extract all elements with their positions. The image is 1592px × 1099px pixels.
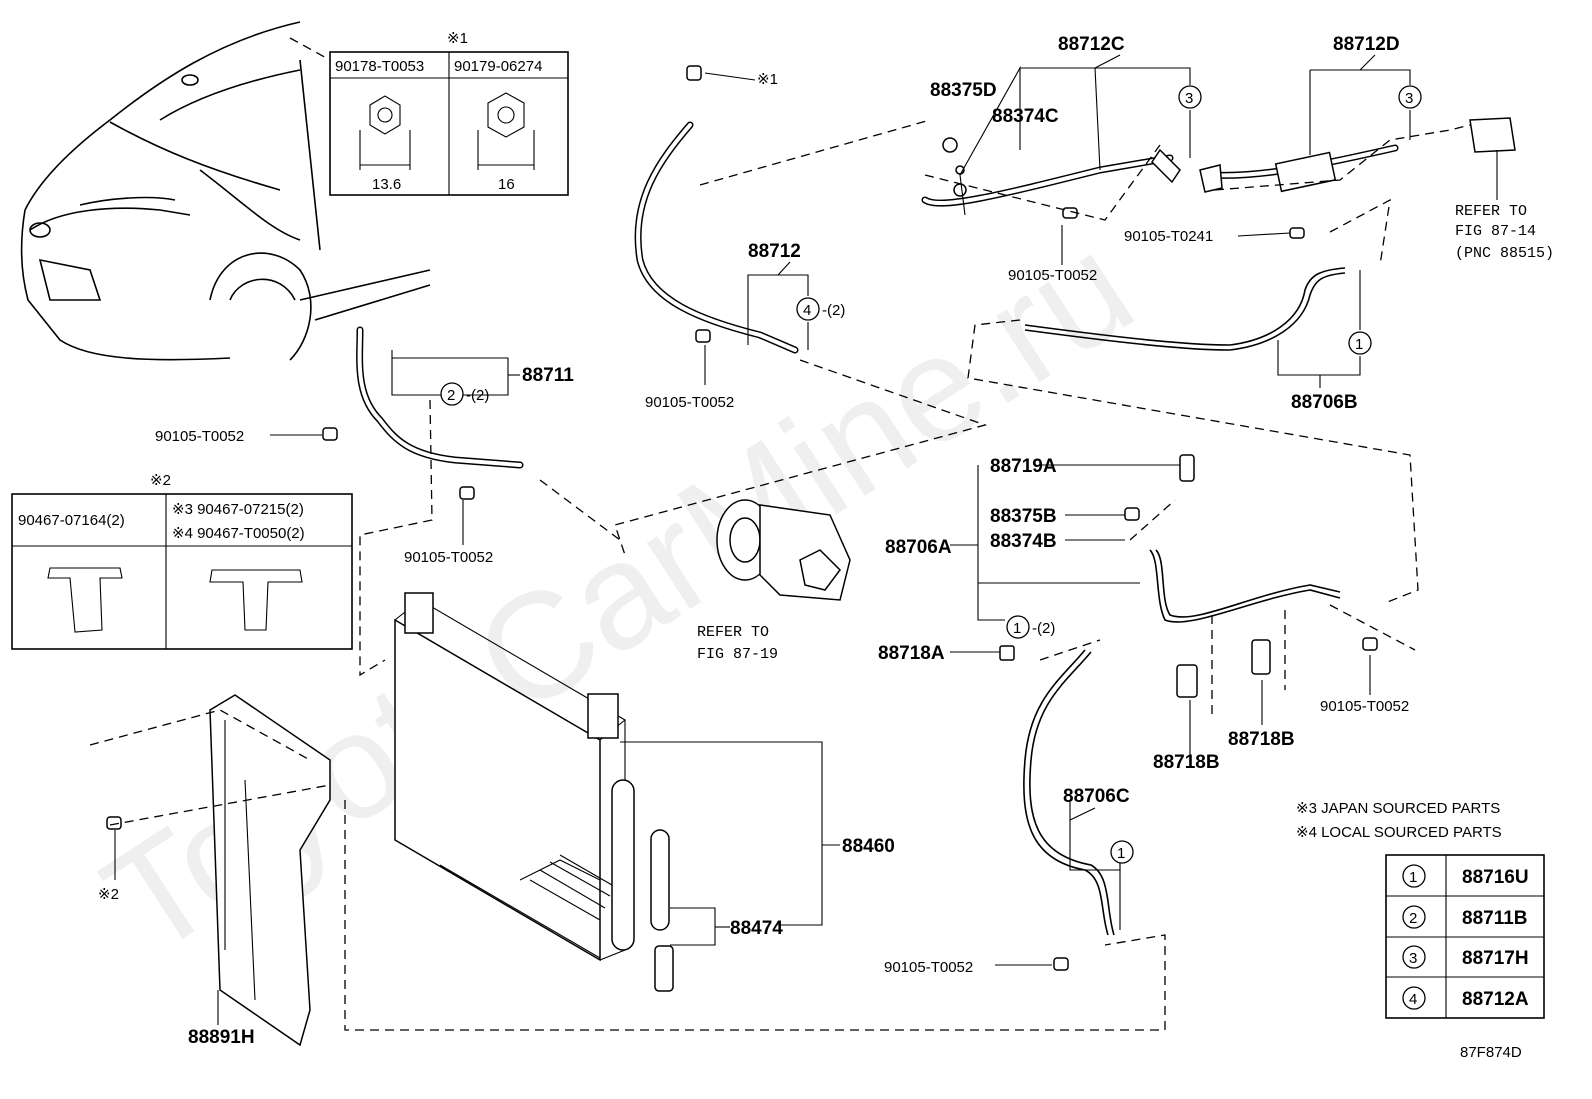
label-refer-8714-l2: FIG 87-14: [1455, 223, 1536, 240]
label-88891H: 88891H: [188, 1027, 255, 1048]
clip-table: ※2 90467-07164(2) ※3 90467-07215(2) ※4 9…: [11, 472, 353, 650]
clip-left-pn: 90467-07164(2): [18, 512, 125, 529]
note-1: ※3 JAPAN SOURCED PARTS: [1296, 800, 1500, 817]
nut-size-1: 13.6: [372, 176, 401, 193]
svg-text:2: 2: [447, 387, 455, 404]
pipe-88706B: [1024, 267, 1346, 351]
legend-pn-4: 88712A: [1462, 989, 1529, 1010]
label-refer-8714-l1: REFER TO: [1455, 203, 1527, 220]
figure-code: 87F874D: [1460, 1044, 1522, 1061]
label-90105-T0052-bottom: 90105-T0052: [884, 959, 973, 976]
radiator-shield: [209, 694, 331, 1047]
label-qty-4: -(2): [822, 302, 845, 319]
label-refer-8719-l2: FIG 87-19: [697, 646, 778, 663]
legend-table: 1 2 3 4 88716U 88711B 88717H 88712A: [1385, 854, 1545, 1019]
notes: ※3 JAPAN SOURCED PARTS ※4 LOCAL SOURCED …: [1296, 800, 1502, 841]
label-mark1: ※1: [757, 71, 778, 88]
label-90105-T0052-right: 90105-T0052: [1320, 698, 1409, 715]
nut-icon-1: [359, 95, 411, 170]
clip-right-pn-1: ※3 90467-07215(2): [172, 501, 304, 518]
clip-right-pn-2: ※4 90467-T0050(2): [172, 525, 305, 542]
nut-table: ※1 90178-T0053 90179-06274 13.6 16: [329, 30, 569, 196]
pipe-88706C: [1023, 649, 1115, 936]
label-90105-T0052-left: 90105-T0052: [155, 428, 244, 445]
label-88375B: 88375B: [990, 506, 1057, 527]
label-88706A: 88706A: [885, 537, 952, 558]
label-88706B: 88706B: [1291, 392, 1358, 413]
hose-upper: [634, 121, 799, 354]
dashed-guides: [89, 119, 1471, 1031]
nut-pn-2: 90179-06274: [454, 58, 542, 75]
vehicle-outline: [20, 21, 431, 361]
legend-num-2: 2: [1409, 910, 1417, 927]
pipe-88712D: [1206, 144, 1399, 193]
svg-text:1: 1: [1355, 336, 1363, 353]
label-88460: 88460: [842, 836, 895, 857]
svg-text:1: 1: [1117, 845, 1125, 862]
condenser: [394, 592, 635, 962]
label-88712D: 88712D: [1333, 34, 1400, 55]
compressor: [716, 499, 851, 601]
label-90105-T0241: 90105-T0241: [1124, 228, 1213, 245]
svg-text:4: 4: [803, 302, 811, 319]
callouts: 3 3 1 4 2 1 1: [440, 85, 1422, 864]
legend-pn-2: 88711B: [1462, 908, 1528, 929]
label-qty-2: -(2): [466, 387, 489, 404]
label-88712C: 88712C: [1058, 34, 1125, 55]
svg-text:3: 3: [1405, 90, 1413, 107]
desiccant: [650, 829, 674, 992]
label-90105-T0052-low: 90105-T0052: [404, 549, 493, 566]
label-refer-8714-l3: (PNC 88515): [1455, 245, 1554, 262]
svg-text:3: 3: [1185, 90, 1193, 107]
clip-table-mark: ※2: [150, 472, 171, 489]
legend-num-4: 4: [1409, 991, 1417, 1008]
part-labels: 88712C 88712D 88375D 88374C 90105-T0241 …: [98, 34, 1554, 1048]
label-88712: 88712: [748, 241, 801, 262]
label-88718B-a: 88718B: [1153, 752, 1220, 773]
small-parts: [106, 65, 1516, 971]
label-88374C: 88374C: [992, 106, 1059, 127]
label-88718A: 88718A: [878, 643, 945, 664]
label-88374B: 88374B: [990, 531, 1057, 552]
legend-pn-1: 88716U: [1462, 867, 1529, 888]
label-88718B-b: 88718B: [1228, 729, 1295, 750]
label-88711: 88711: [522, 365, 574, 386]
label-90105-T0052-mid: 90105-T0052: [645, 394, 734, 411]
hose-left: [356, 326, 524, 469]
label-88375D: 88375D: [930, 80, 997, 101]
label-mark2: ※2: [98, 886, 119, 903]
pipe-88706A: [1149, 549, 1341, 623]
nut-icon-2: [477, 92, 535, 170]
clip-icon-2: [209, 569, 303, 631]
label-88474: 88474: [730, 918, 783, 939]
legend-pn-3: 88717H: [1462, 948, 1529, 969]
nut-pn-1: 90178-T0053: [335, 58, 424, 75]
label-88706C: 88706C: [1063, 786, 1130, 807]
nut-table-mark: ※1: [447, 30, 468, 47]
pipe-88712C: [921, 154, 1174, 207]
legend-num-1: 1: [1409, 869, 1417, 886]
label-88719A: 88719A: [990, 456, 1057, 477]
clip-icon-1: [47, 567, 123, 633]
label-refer-8719-l1: REFER TO: [697, 624, 769, 641]
legend-num-3: 3: [1409, 950, 1417, 967]
svg-text:1: 1: [1013, 620, 1021, 637]
label-qty-1: -(2): [1032, 620, 1055, 637]
nut-size-2: 16: [498, 176, 515, 193]
leader-lines: [114, 54, 1498, 1025]
note-2: ※4 LOCAL SOURCED PARTS: [1296, 824, 1502, 841]
label-90105-T0052-top: 90105-T0052: [1008, 267, 1097, 284]
